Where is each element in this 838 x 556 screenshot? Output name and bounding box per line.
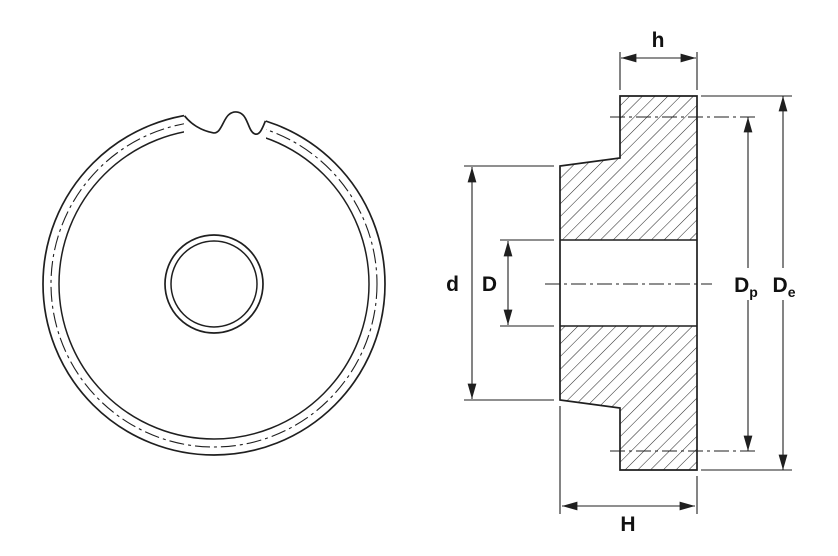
- tooth-detail-cutout: [184, 102, 266, 145]
- section-hatch-lower: [560, 326, 697, 470]
- dimension-h: h: [619, 29, 698, 90]
- outer-diameter-circle: [42, 112, 386, 456]
- label-hub-diameter-d: d: [446, 273, 459, 296]
- dimension-d: d: [446, 165, 554, 401]
- bore-circle-outer: [164, 234, 264, 334]
- label-face-width-h: h: [652, 29, 665, 52]
- label-pitch-diameter-Dp: Dp: [734, 274, 758, 300]
- label-hub-length-H: H: [620, 513, 635, 536]
- pitch-circle: [50, 120, 378, 448]
- root-circle: [58, 128, 370, 440]
- dimension-D: D: [482, 239, 554, 327]
- front-view: [42, 102, 386, 456]
- dimensions: h H d D: [446, 29, 796, 536]
- section-view: [545, 95, 757, 471]
- Dp-base: D: [734, 274, 749, 297]
- De-base: D: [773, 274, 788, 297]
- Dp-subscript: p: [749, 284, 758, 300]
- dimension-H: H: [559, 406, 698, 536]
- bore-circle-inner: [170, 240, 258, 328]
- section-outline: [559, 95, 698, 471]
- dimension-Dp: Dp: [734, 117, 758, 451]
- dimension-De: De: [701, 95, 796, 471]
- section-hatch-upper: [560, 96, 697, 240]
- label-bore-diameter-D: D: [482, 273, 497, 296]
- tooth-profile-detail: [183, 111, 267, 135]
- De-subscript: e: [788, 284, 796, 300]
- label-outside-diameter-De: De: [773, 274, 796, 300]
